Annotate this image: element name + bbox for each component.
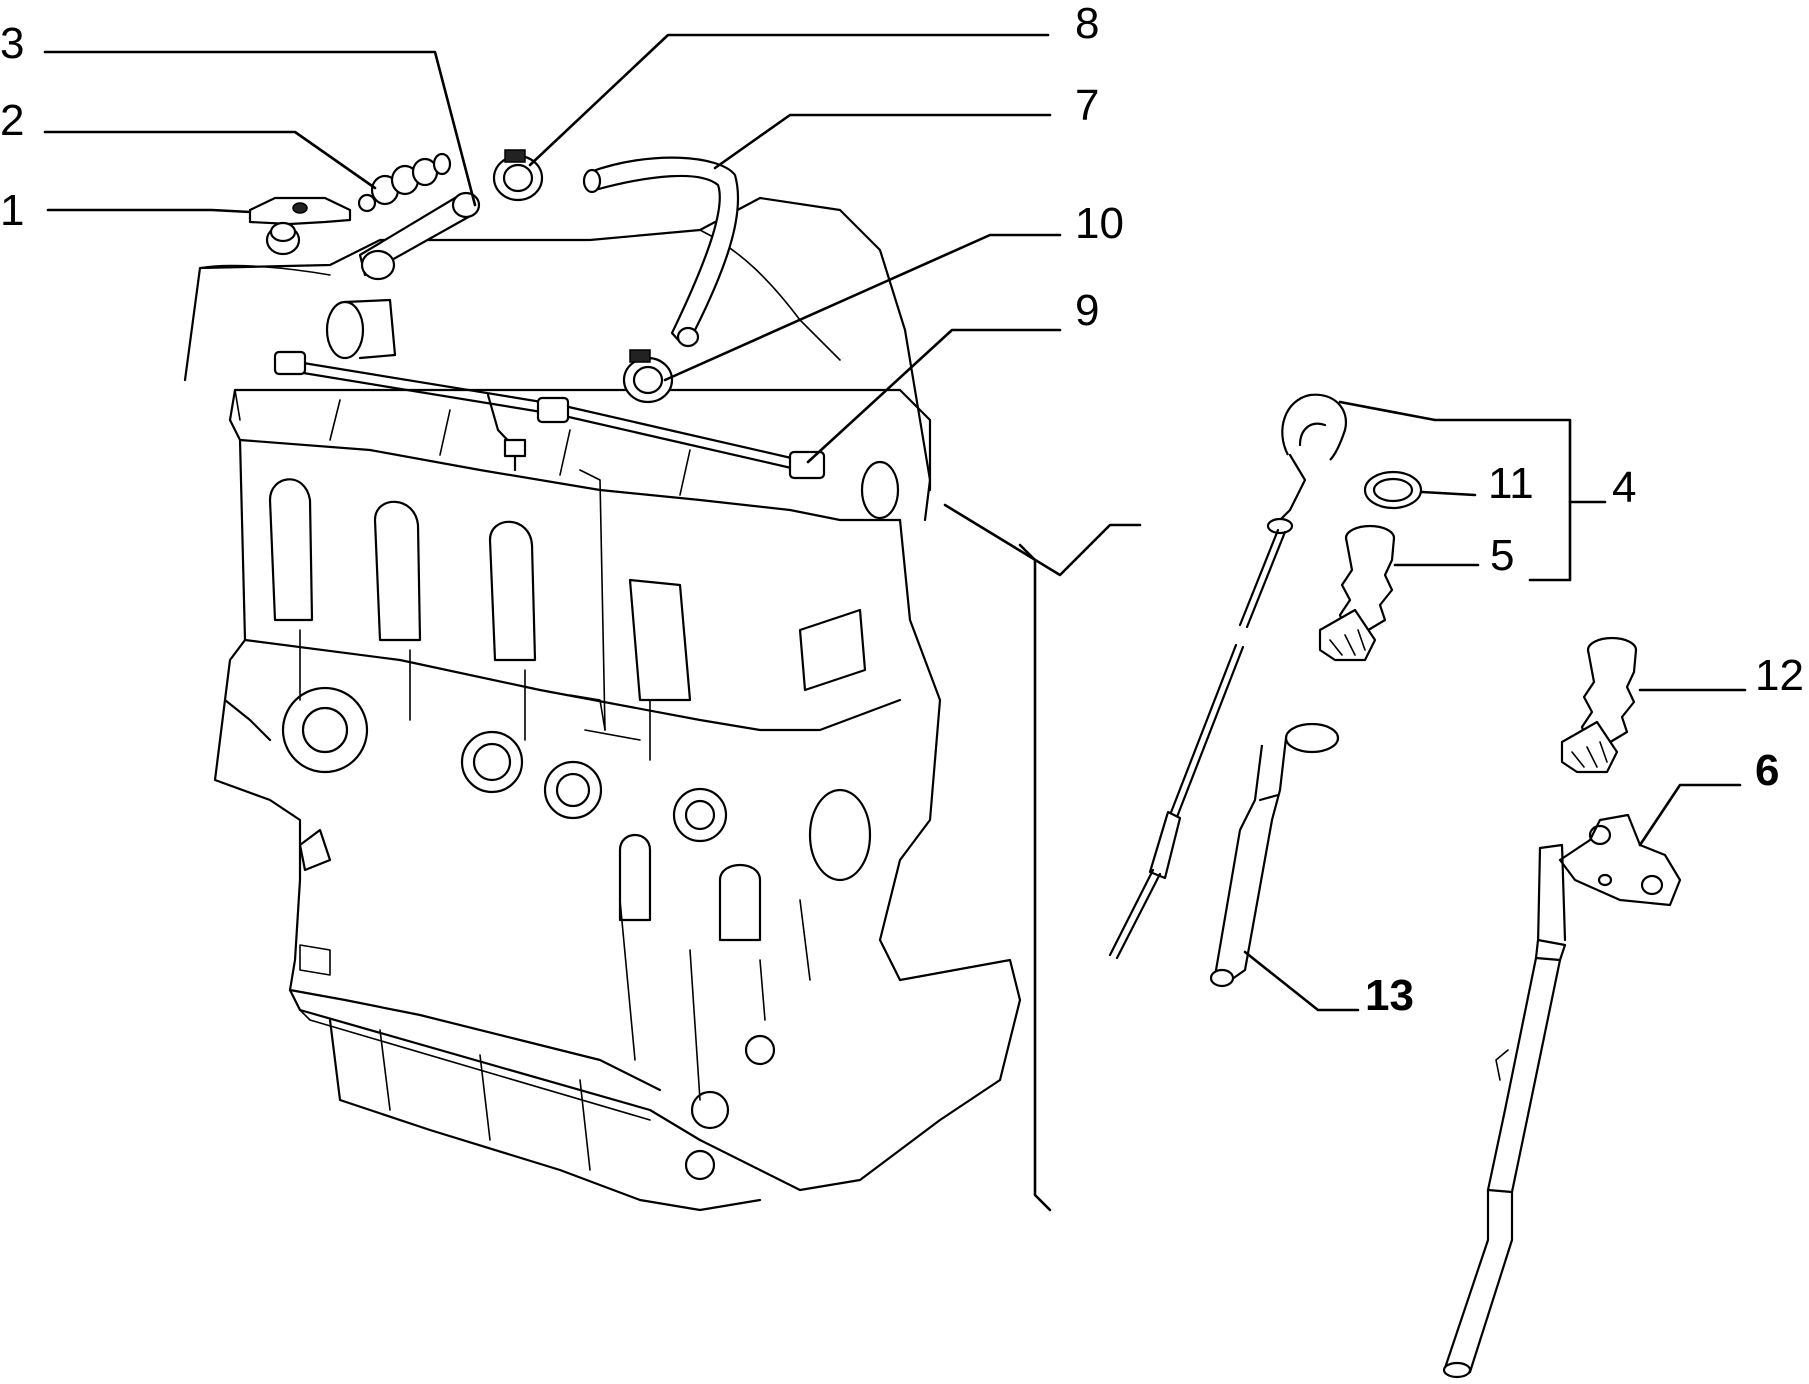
part-10-clamp [622,349,674,404]
callout-13: 13 [1365,971,1414,1020]
part-1-bracket [248,196,352,256]
callout-11: 11 [1488,459,1534,508]
callout-5: 5 [1490,531,1514,580]
callout-6: 6 [1755,746,1779,795]
engine-block [183,196,1022,1212]
part-4-dipstick [1108,393,1348,960]
part-13-guide-tube [1209,722,1340,988]
callout-2: 2 [0,96,24,145]
callout-7: 7 [1075,81,1099,130]
callout-1: 1 [0,186,24,235]
engine-breather-fittings [273,298,826,480]
part-2-spring [357,152,452,213]
callout-3: 3 [0,19,24,68]
callout-10: 10 [1075,199,1124,248]
part-5-plug [1318,524,1396,662]
part-11-o-ring [1363,470,1423,510]
part-7-curved-hose [582,156,740,348]
callout-labels: 1 2 3 4 5 6 7 8 9 10 11 12 13 [0,0,1804,1020]
part-8-clamp [492,149,544,202]
callout-4: 4 [1612,463,1636,512]
leader-lines [43,33,1747,1212]
callout-8: 8 [1075,0,1099,48]
part-3-hose [358,191,481,281]
part-12-plug [1560,636,1638,774]
part-6-guide-tube [1442,813,1682,1379]
callout-9: 9 [1075,286,1099,335]
callout-12: 12 [1755,651,1804,700]
